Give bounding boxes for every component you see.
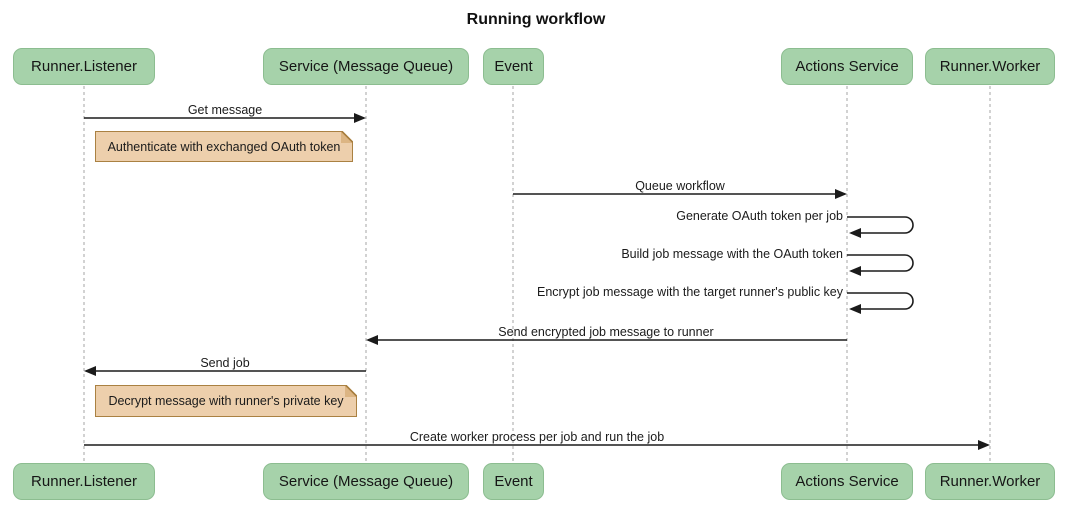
message-label-create-worker-process: Create worker process per job and run th… bbox=[409, 430, 665, 444]
actor-label: Actions Service bbox=[795, 58, 899, 75]
message-label-send-encrypted-job-message: Send encrypted job message to runner bbox=[498, 325, 714, 339]
self-loop-generate-oauth-token bbox=[847, 216, 914, 238]
note-fold-icon bbox=[345, 385, 357, 397]
actor-bottom-runner-worker: Runner.Worker bbox=[925, 463, 1055, 500]
actor-bottom-runner-listener: Runner.Listener bbox=[13, 463, 155, 500]
self-loop-build-job-message bbox=[847, 254, 914, 276]
actor-label: Actions Service bbox=[795, 473, 899, 490]
note-decrypt-private-key: Decrypt message with runner's private ke… bbox=[95, 385, 357, 417]
actor-top-runner-worker: Runner.Worker bbox=[925, 48, 1055, 85]
actor-top-runner-listener: Runner.Listener bbox=[13, 48, 155, 85]
message-label-build-job-message: Build job message with the OAuth token bbox=[621, 247, 843, 261]
diagram-title: Running workflow bbox=[466, 11, 606, 28]
note-authenticate-oauth: Authenticate with exchanged OAuth token bbox=[95, 131, 353, 162]
actor-label: Runner.Listener bbox=[31, 473, 137, 490]
message-label-send-job: Send job bbox=[200, 356, 250, 370]
actor-top-actions-service: Actions Service bbox=[781, 48, 913, 85]
actor-label: Runner.Listener bbox=[31, 58, 137, 75]
actor-label: Runner.Worker bbox=[939, 473, 1041, 490]
note-text: Authenticate with exchanged OAuth token bbox=[107, 139, 341, 154]
note-text: Decrypt message with runner's private ke… bbox=[108, 394, 344, 408]
note-fold-icon bbox=[341, 131, 353, 143]
self-loop-encrypt-job-message bbox=[847, 292, 914, 314]
actor-top-service-message-queue: Service (Message Queue) bbox=[263, 48, 469, 85]
actor-label: Service (Message Queue) bbox=[278, 473, 454, 490]
actor-bottom-service-message-queue: Service (Message Queue) bbox=[263, 463, 469, 500]
actor-label: Event bbox=[494, 473, 533, 490]
actor-bottom-actions-service: Actions Service bbox=[781, 463, 913, 500]
message-label-get-message: Get message bbox=[187, 103, 263, 117]
message-label-encrypt-job-message: Encrypt job message with the target runn… bbox=[536, 285, 843, 299]
actor-bottom-event: Event bbox=[483, 463, 544, 500]
actor-label: Event bbox=[494, 58, 533, 75]
actor-label: Runner.Worker bbox=[939, 58, 1041, 75]
message-label-queue-workflow: Queue workflow bbox=[635, 179, 725, 193]
message-label-generate-oauth-token: Generate OAuth token per job bbox=[676, 209, 843, 223]
actor-label: Service (Message Queue) bbox=[278, 58, 454, 75]
actor-top-event: Event bbox=[483, 48, 544, 85]
